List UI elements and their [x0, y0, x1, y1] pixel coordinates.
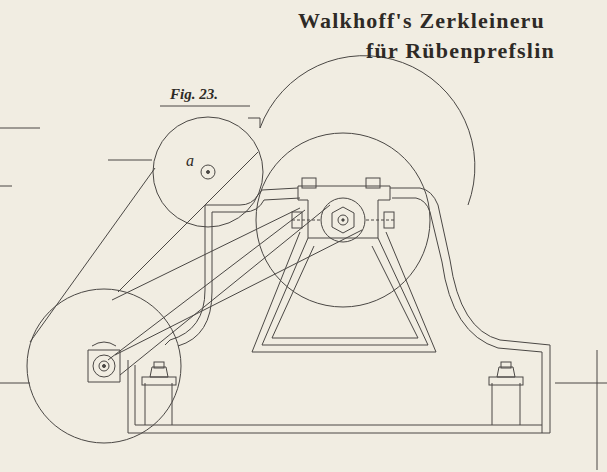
part-letter: a: [186, 152, 194, 170]
title-line: für Rübenprefslin: [366, 38, 555, 64]
title-line: Walkhoff's Zerkleineru: [298, 8, 545, 34]
figure-number: Fig. 23.: [170, 86, 218, 103]
